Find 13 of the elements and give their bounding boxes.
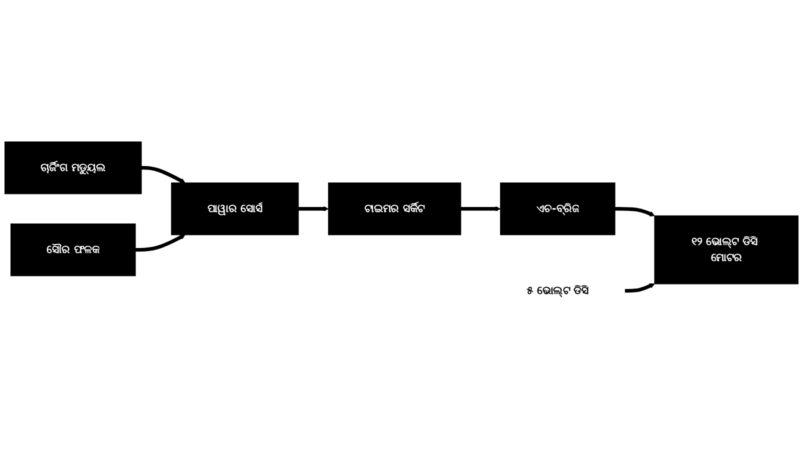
node-box: ଚାର୍ଜିଂଗ ମଡ୍ୟୁଲ: [4, 142, 142, 194]
node-box: ଟାଇମର ସର୍କିଟ: [328, 182, 462, 236]
node-box: ପାୱାର ସୋର୍ସ: [171, 182, 299, 236]
node-text: ୫ ଭୋଲ୍ଟ ଡିସି: [526, 284, 589, 298]
arrow: [298, 206, 329, 212]
node-box: ଏଚ-ବ୍ରିଜ: [500, 182, 616, 236]
arrow: [624, 283, 655, 293]
node-box: ସୌର ଫଳକ: [10, 224, 136, 276]
arrow: [135, 234, 186, 252]
arrow: [141, 166, 186, 184]
arrow: [615, 207, 655, 217]
arrow: [460, 206, 501, 212]
node-box: ୧୨ ଭୋଲ୍ଟ ଡିସି ମୋଟର: [654, 216, 798, 284]
